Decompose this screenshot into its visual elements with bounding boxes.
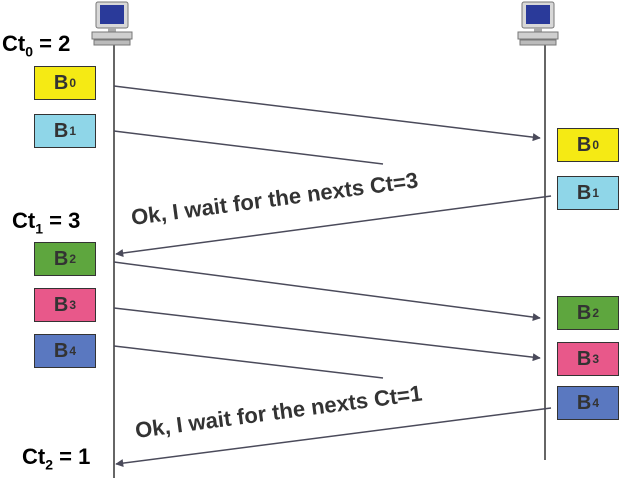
arrow-b1 xyxy=(113,130,384,165)
ack-arrow-2 xyxy=(115,407,552,468)
arrow-b0 xyxy=(113,85,541,142)
sender-computer-icon xyxy=(91,1,133,46)
counter-ct1: Ct1 = 3 xyxy=(12,208,81,237)
counter-ct0: Ct0 = 2 xyxy=(2,31,71,60)
arrow-b4 xyxy=(113,345,384,379)
counter-ct2: Ct2 = 1 xyxy=(22,444,91,473)
ack-arrow-1 xyxy=(115,195,552,258)
receiver-computer-icon xyxy=(517,1,559,46)
arrow-b2 xyxy=(113,261,541,322)
arrow-b3 xyxy=(113,307,541,362)
